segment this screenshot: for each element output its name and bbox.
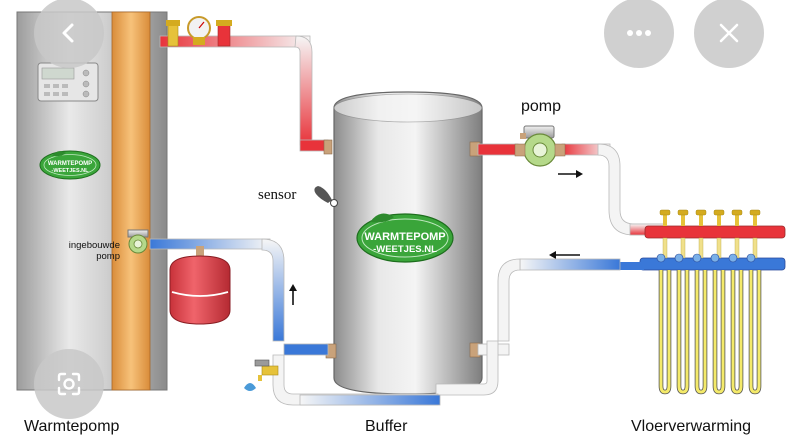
manifold-return-valve [728,253,738,263]
floor-heating-loop [731,270,743,394]
flow-arrow-up [289,284,297,305]
manifold-valve-knob [677,209,689,216]
manifold-valve-knob [713,209,725,216]
floor-return-pipe [435,258,621,396]
heat-pump-logo: WARMTEPOMP -WEETJES.NL [39,150,101,180]
manifold-return-valve [692,253,702,263]
more-options-button[interactable] [604,0,674,68]
top-valves [166,16,232,47]
flow-arrow-left [549,251,580,259]
manifold-valve-stem [663,214,667,226]
chevron-left-icon [62,23,74,43]
label-pomp: pomp [521,98,562,115]
label-ingebouwde-pomp: ingebouwde pomp [58,240,120,262]
manifold-return-valve [674,253,684,263]
label-ingebouwde-line2: pomp [96,251,120,262]
label-buffer: Buffer [365,418,408,435]
buffer-logo: WARMTEPOMP -WEETJES.NL [356,213,454,263]
flow-arrow-right [558,170,583,178]
manifold-valve-stem [681,214,685,226]
label-warmtepomp: Warmtepomp [24,418,120,435]
close-button[interactable] [694,0,764,68]
lens-button[interactable] [34,349,104,419]
label-ingebouwde-line1: ingebouwde [68,240,120,251]
heat-pump-return-pipe [149,238,441,406]
back-button[interactable] [34,0,104,68]
floor-heating-loop [749,270,761,394]
manifold-return-valve [746,253,756,263]
floor-heating-loop [659,270,671,394]
floor-supply-pipe [477,143,667,236]
floor-heating-loop [695,270,707,394]
more-dots-icon [627,30,651,36]
manifold-valve-knob [731,209,743,216]
floor-heating-loop [713,270,725,394]
svg-text:-WEETJES.NL: -WEETJES.NL [52,168,90,174]
manifold-valve-stem [753,214,757,226]
heat-pump-unit [16,11,168,391]
lens-icon [57,372,81,396]
svg-text:WARMTEPOMP: WARMTEPOMP [364,231,445,243]
expansion-vessel-icon [169,246,231,325]
built-in-pump-icon [127,229,149,254]
sensor-icon [314,186,338,207]
circulation-pump-icon [514,125,566,167]
manifold-valve-stem [699,214,703,226]
manifold-valve-knob [695,209,707,216]
manifold-valve-knob [749,209,761,216]
svg-text:WARMTEPOMP: WARMTEPOMP [48,161,92,167]
drain-tap-icon [244,359,279,391]
manifold-valve-stem [717,214,721,226]
svg-text:-WEETJES.NL: -WEETJES.NL [373,244,437,255]
manifold-valve-knob [659,209,671,216]
manifold-valve-stem [735,214,739,226]
label-vloerverwarming: Vloerverwarming [631,418,752,435]
label-sensor: sensor [258,187,297,203]
hot-supply-pipe [159,35,333,155]
close-icon [719,23,739,43]
floor-heating-loop [677,270,689,394]
floor-heating-manifold [616,209,786,395]
manifold-return-valve [656,253,666,263]
manifold-return-valve [710,253,720,263]
